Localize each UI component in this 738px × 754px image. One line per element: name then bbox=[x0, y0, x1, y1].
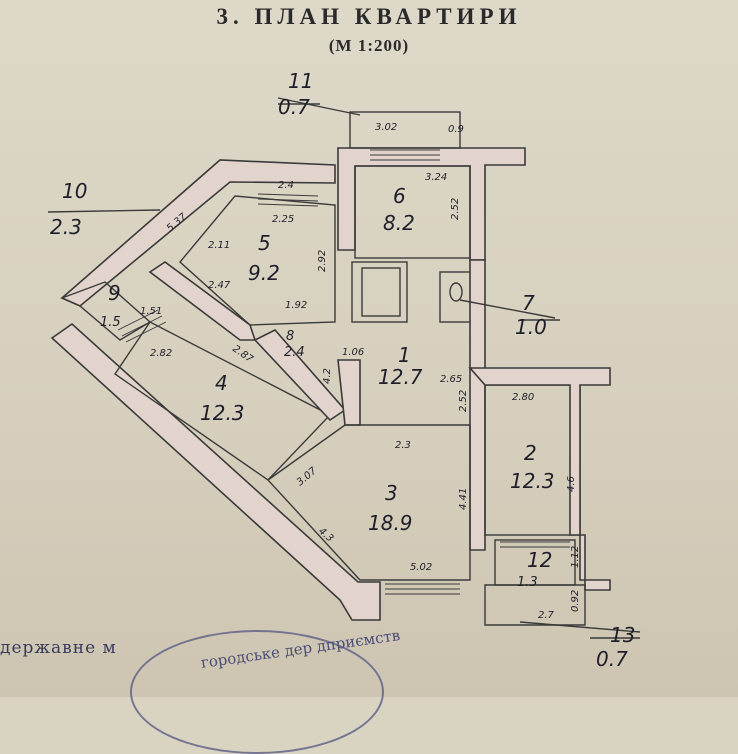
room-8-area: 2.4 bbox=[284, 345, 305, 360]
room-9-area: 1.5 bbox=[100, 315, 121, 330]
document-sheet bbox=[0, 0, 738, 697]
room-10-area: 2.3 bbox=[50, 215, 82, 239]
room-3-area: 18.9 bbox=[368, 511, 413, 535]
room-3-number: 3 bbox=[385, 481, 398, 505]
balcony-11-outline bbox=[349, 111, 461, 149]
room-6-outline bbox=[354, 165, 471, 259]
wall-east bbox=[468, 367, 611, 591]
toilet-room-outline bbox=[439, 271, 475, 323]
title-text: 3. ПЛАН КВАРТИРИ bbox=[216, 4, 522, 29]
dim-441: 4.41 bbox=[458, 488, 469, 510]
window-room3 bbox=[385, 583, 460, 595]
bathtub-icon bbox=[361, 267, 401, 317]
room-13-number: 13 bbox=[610, 623, 635, 647]
leader-11 bbox=[277, 97, 361, 116]
toilet-icon bbox=[449, 282, 463, 302]
dim-51: 1.51 bbox=[140, 306, 162, 317]
dim-24: 2.4 bbox=[278, 180, 294, 191]
room-5-number: 5 bbox=[258, 231, 271, 255]
room-4-area: 12.3 bbox=[200, 401, 245, 425]
room-7-number: 7 bbox=[522, 291, 535, 315]
dim-252b: 2.52 bbox=[458, 390, 469, 412]
dim-09: 0.9 bbox=[448, 124, 464, 135]
dim-502: 5.02 bbox=[410, 562, 432, 573]
dim-307: 3.07 bbox=[295, 465, 320, 488]
dim-225: 2.25 bbox=[272, 214, 294, 225]
floor-plan: 11 0.7 10 2.3 6 8.2 5 9.2 9 1.5 7 1.0 8 … bbox=[47, 69, 641, 671]
wall-north bbox=[337, 147, 526, 261]
wall-northwest bbox=[60, 159, 336, 307]
wall-room5-west bbox=[148, 261, 257, 341]
dim-247: 2.47 bbox=[208, 280, 231, 291]
dim-23: 2.3 bbox=[395, 440, 411, 451]
dim-324: 3.24 bbox=[425, 172, 447, 183]
room-6-area: 8.2 bbox=[383, 211, 415, 235]
dim-46: 4.6 bbox=[566, 476, 577, 492]
dim-211: 2.11 bbox=[208, 240, 230, 251]
scale-text: (М 1:200) bbox=[328, 36, 410, 55]
plan-title: 3. ПЛАН КВАРТИРИ (М 1:200) bbox=[0, 4, 738, 56]
dim-192: 1.92 bbox=[285, 300, 307, 311]
room-5-area: 9.2 bbox=[248, 261, 280, 285]
dim-112: 1.12 bbox=[570, 546, 581, 568]
room-11-number: 11 bbox=[288, 69, 313, 93]
leader-10 bbox=[47, 209, 161, 213]
dim-42: 4.2 bbox=[322, 368, 333, 384]
room-9-number: 9 bbox=[108, 281, 121, 305]
room-12-area: 1.3 bbox=[517, 575, 538, 590]
leader-13 bbox=[519, 621, 641, 633]
room-7-area: 1.0 bbox=[515, 315, 547, 339]
room-9-outline bbox=[60, 281, 152, 341]
dim-287: 2.87 bbox=[230, 343, 255, 365]
room-1-number: 1 bbox=[398, 343, 411, 367]
room-2-number: 2 bbox=[524, 441, 537, 465]
dim-092: 0.92 bbox=[570, 590, 581, 612]
room-13-area: 0.7 bbox=[596, 647, 628, 671]
room-11-area: 0.7 bbox=[278, 95, 310, 119]
window-room4 bbox=[117, 309, 167, 343]
room-2-area: 12.3 bbox=[510, 469, 555, 493]
window-room6 bbox=[370, 149, 440, 161]
room-6-number: 6 bbox=[393, 184, 406, 208]
dim-106: 1.06 bbox=[342, 347, 364, 358]
wall-corridor-west bbox=[337, 359, 361, 426]
room-1-area: 12.7 bbox=[378, 365, 423, 389]
dim-27: 2.7 bbox=[538, 610, 555, 621]
dim-280: 2.80 bbox=[512, 392, 534, 403]
dim-292: 2.92 bbox=[317, 250, 328, 272]
dim-265: 2.65 bbox=[440, 374, 462, 385]
footer-text: державне м bbox=[0, 638, 117, 658]
room-4-number: 4 bbox=[215, 371, 228, 395]
dim-252a: 2.52 bbox=[450, 198, 461, 220]
room-5-outline bbox=[179, 195, 336, 326]
room-10-number: 10 bbox=[62, 179, 87, 203]
leader-7 bbox=[459, 299, 556, 319]
room-3-outline bbox=[266, 424, 471, 581]
dim-43: 4.3 bbox=[316, 526, 335, 545]
balcony-13-outline bbox=[484, 584, 586, 626]
bathroom-outline bbox=[351, 261, 408, 323]
room-8-number: 8 bbox=[286, 329, 294, 344]
dim-282: 2.82 bbox=[150, 348, 172, 359]
dim-302: 3.02 bbox=[375, 122, 397, 133]
room-12-number: 12 bbox=[527, 548, 552, 572]
window-room12 bbox=[500, 541, 570, 548]
window-room5 bbox=[257, 193, 319, 207]
